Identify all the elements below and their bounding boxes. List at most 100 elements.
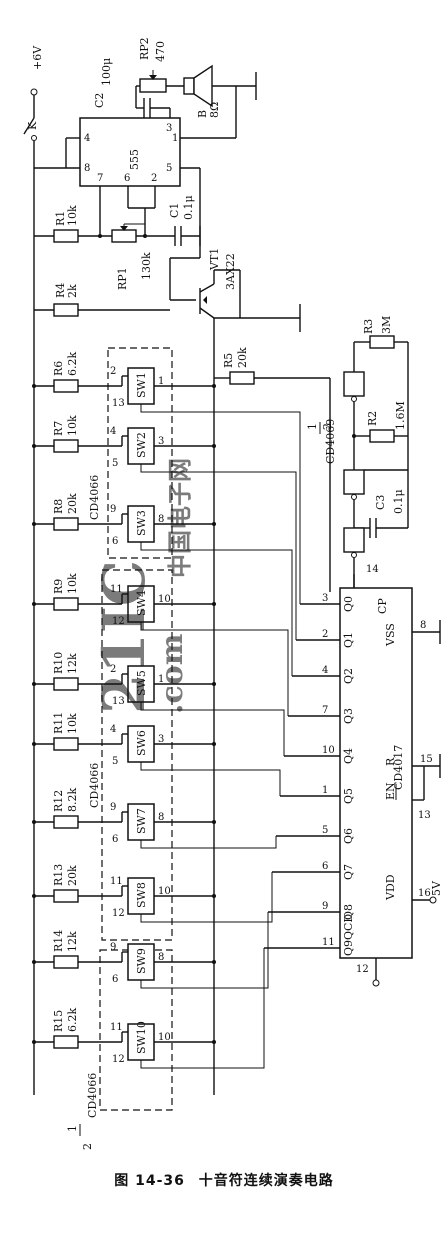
cd4066-middle-label: CD4066: [88, 763, 101, 808]
vdd-rail-label: 5V: [430, 880, 443, 896]
switch-label: SW1: [135, 372, 148, 398]
note-resistor: [53, 737, 79, 751]
control-wire: [140, 912, 269, 989]
r2-value: 1.6M: [394, 401, 407, 430]
switch-out-pin: 1: [158, 376, 164, 387]
counter-output-pin: 6: [322, 861, 328, 872]
switch-out-pin: 8: [158, 812, 164, 823]
note-resistor-name: R11: [52, 712, 65, 734]
switch-ctl-pin: 12: [112, 616, 125, 627]
reset-pin: 15: [420, 754, 433, 765]
switch-label: SW10: [135, 1021, 148, 1054]
vss-pin: 8: [420, 620, 426, 631]
supply-label: +6V: [31, 45, 44, 70]
r3-resistor: [369, 335, 395, 349]
r5-resistor: [229, 371, 255, 385]
c1-label: C1: [168, 203, 181, 218]
switch-out-pin: 10: [158, 594, 171, 605]
note-resistor-value: 10k: [66, 713, 79, 734]
cp-pin: 14: [366, 564, 379, 575]
counter-output-label: Q4: [342, 748, 355, 764]
switch-in-pin: 9: [110, 802, 116, 813]
counter-output-pin: 7: [322, 705, 328, 716]
counter-output-pin: 11: [322, 937, 335, 948]
switch-ctl-pin: 6: [112, 834, 118, 845]
vt1-label: VT1: [208, 248, 221, 271]
switch-in-pin: 4: [110, 426, 116, 437]
switch-out-pin: 8: [158, 514, 164, 525]
control-wire: [140, 542, 293, 676]
lower-fraction-bottom: 2: [81, 1143, 94, 1150]
note-resistor-value: 12k: [66, 931, 79, 952]
counter-output-label: Q5: [342, 788, 355, 804]
analog-switch: [127, 803, 155, 841]
counter-4017-body: [339, 587, 413, 959]
note-resistor-value: 8.2k: [66, 788, 79, 812]
oscillator-section: R3 3M R2 1.6M C3 0.1μ CD4069 1 2: [306, 316, 409, 588]
counter-output-label: Q3: [342, 708, 355, 724]
note-resistor-name: R13: [52, 864, 65, 886]
note-resistor: [53, 955, 79, 969]
counter-chip-label: CD4017: [392, 745, 405, 790]
counter-output-pin: 9: [322, 901, 328, 912]
switch-label: SW7: [135, 808, 148, 834]
r3-label: R3: [362, 319, 375, 334]
switch-ctl-pin: 5: [112, 458, 118, 469]
r1-value: 10k: [66, 205, 79, 226]
switch-out-pin: 10: [158, 1032, 171, 1043]
inverter-1: [343, 371, 365, 397]
carry-pin: 12: [356, 964, 369, 975]
switch-ctl-pin: 6: [112, 974, 118, 985]
lower-fraction-top: 1: [66, 1125, 79, 1132]
timer-pin-1: 1: [172, 133, 178, 144]
control-wire: [140, 464, 297, 640]
switch-in-pin: 11: [110, 584, 123, 595]
switch-label: SW8: [135, 882, 148, 908]
rp2-value: 470: [154, 41, 167, 62]
switch-ctl-pin: 12: [112, 1054, 125, 1065]
control-wire: [140, 836, 277, 849]
speaker-label: B: [196, 110, 209, 118]
counter-output-label: Q1: [342, 632, 355, 648]
switch-in-pin: 2: [110, 366, 116, 377]
watermark: 21IC .com 中国电子网: [90, 458, 194, 714]
switch-in-pin: 11: [110, 1022, 123, 1033]
transistor-section: VT1 3AX22 R4 2k R5 20k: [34, 248, 331, 1095]
switch-in-pin: 2: [110, 664, 116, 675]
switch-label: SW9: [135, 948, 148, 974]
note-resistor-value: 6.2k: [66, 1008, 79, 1032]
switch-out-pin: 1: [158, 674, 164, 685]
note-resistor-value: 6.2k: [66, 352, 79, 376]
carry-label: QCD: [342, 914, 355, 940]
counter-output-pin: 1: [322, 785, 328, 796]
note-resistor: [53, 439, 79, 453]
note-resistor: [53, 889, 79, 903]
counter-output-label: Q2: [342, 668, 355, 684]
counter-output-label: Q6: [342, 828, 355, 844]
switch-ctl-pin: 13: [112, 696, 125, 707]
switch-ctl-pin: 13: [112, 398, 125, 409]
r4-value: 2k: [66, 284, 79, 298]
rp2-label: RP2: [138, 37, 151, 60]
oscillator-chip-label: CD4069: [324, 419, 337, 464]
note-resistor-name: R6: [52, 361, 65, 376]
control-wire: [140, 948, 265, 1069]
caption-title: 十音符连续演奏电路: [198, 1173, 334, 1189]
r1-resistor: [53, 229, 79, 243]
counter-output-pin: 3: [322, 593, 328, 604]
control-wire: [140, 622, 289, 716]
note-resistor-value: 20k: [66, 493, 79, 514]
timer-section: 555 4 8 7 6 2 3 1 5 C2 100μ: [34, 37, 257, 290]
inverter-2: [343, 469, 365, 495]
note-resistor-name: R15: [52, 1010, 65, 1032]
enable-pin: 13: [418, 810, 431, 821]
switch-out-pin: 8: [158, 952, 164, 963]
speaker-cone: [193, 64, 213, 108]
caption-number: 图 14-36: [114, 1173, 185, 1189]
timer-chip-label: 555: [128, 149, 141, 170]
timer-555-body: [79, 117, 181, 187]
switch-k-label: K: [26, 121, 39, 130]
rp2-potentiometer: [139, 78, 167, 93]
